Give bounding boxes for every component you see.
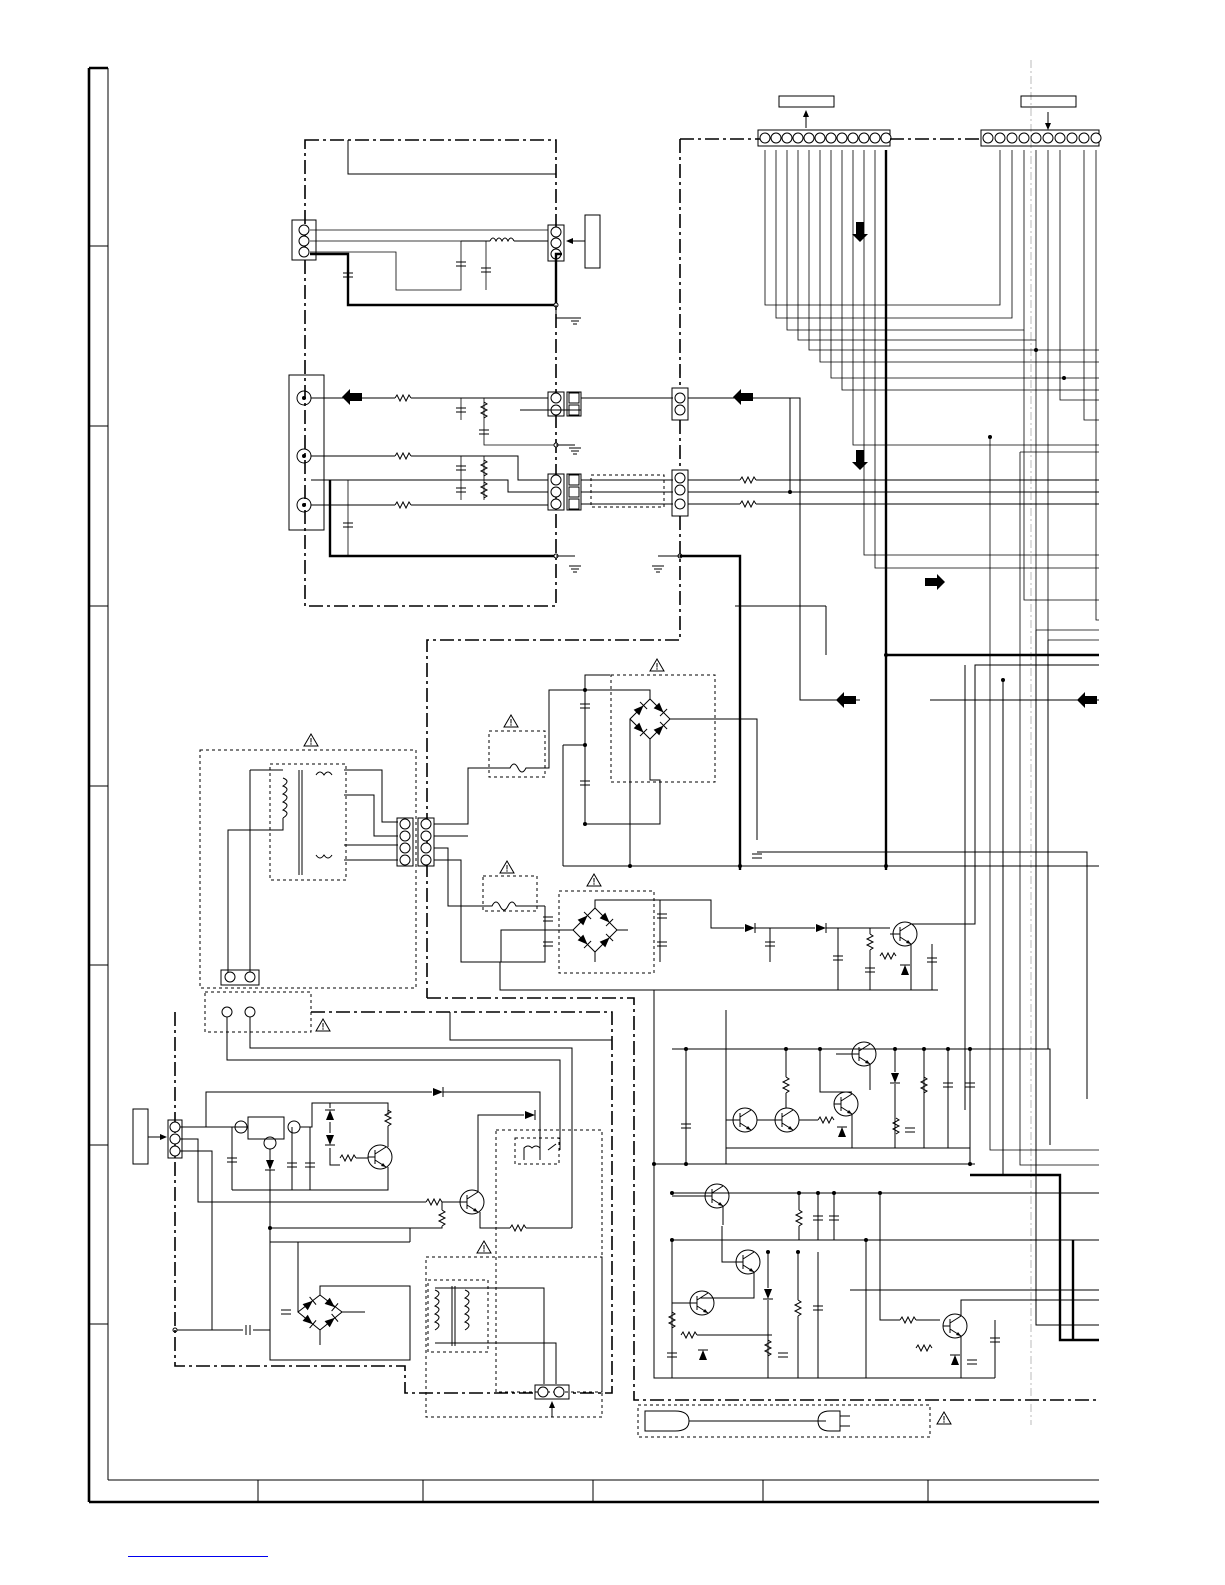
standby-supply-section	[133, 992, 612, 1417]
triangle-exclamation-icon	[304, 734, 318, 746]
top-connector-left	[680, 96, 980, 146]
rectifier-section	[427, 659, 1099, 1400]
triangle-exclamation-icon	[650, 659, 664, 671]
triangle-exclamation-icon	[500, 861, 514, 873]
power-transformer-section	[200, 734, 434, 988]
signal-arrow-icon	[852, 450, 868, 470]
top-connector-right	[981, 96, 1101, 146]
triangle-exclamation-icon	[477, 1241, 491, 1253]
row-division-marks	[89, 246, 108, 1324]
jack-to-main-wiring	[427, 139, 1099, 998]
signal-bus-wires	[765, 150, 1099, 1165]
column-division-marks	[258, 1480, 928, 1502]
ac-power-plug	[638, 1405, 951, 1437]
outer-frame	[89, 68, 1099, 1502]
signal-arrow-icon	[925, 574, 945, 590]
page-footer-link[interactable]	[128, 1556, 268, 1557]
signal-arrow-icon	[852, 222, 868, 242]
triangle-exclamation-icon	[316, 1019, 330, 1031]
right-edge-wiring	[965, 630, 1048, 1208]
regulator-section	[652, 990, 1099, 1378]
triangle-exclamation-icon	[504, 715, 518, 727]
triangle-exclamation-icon	[587, 874, 601, 886]
triangle-exclamation-icon	[937, 1412, 951, 1424]
jack-board-section	[289, 140, 600, 606]
